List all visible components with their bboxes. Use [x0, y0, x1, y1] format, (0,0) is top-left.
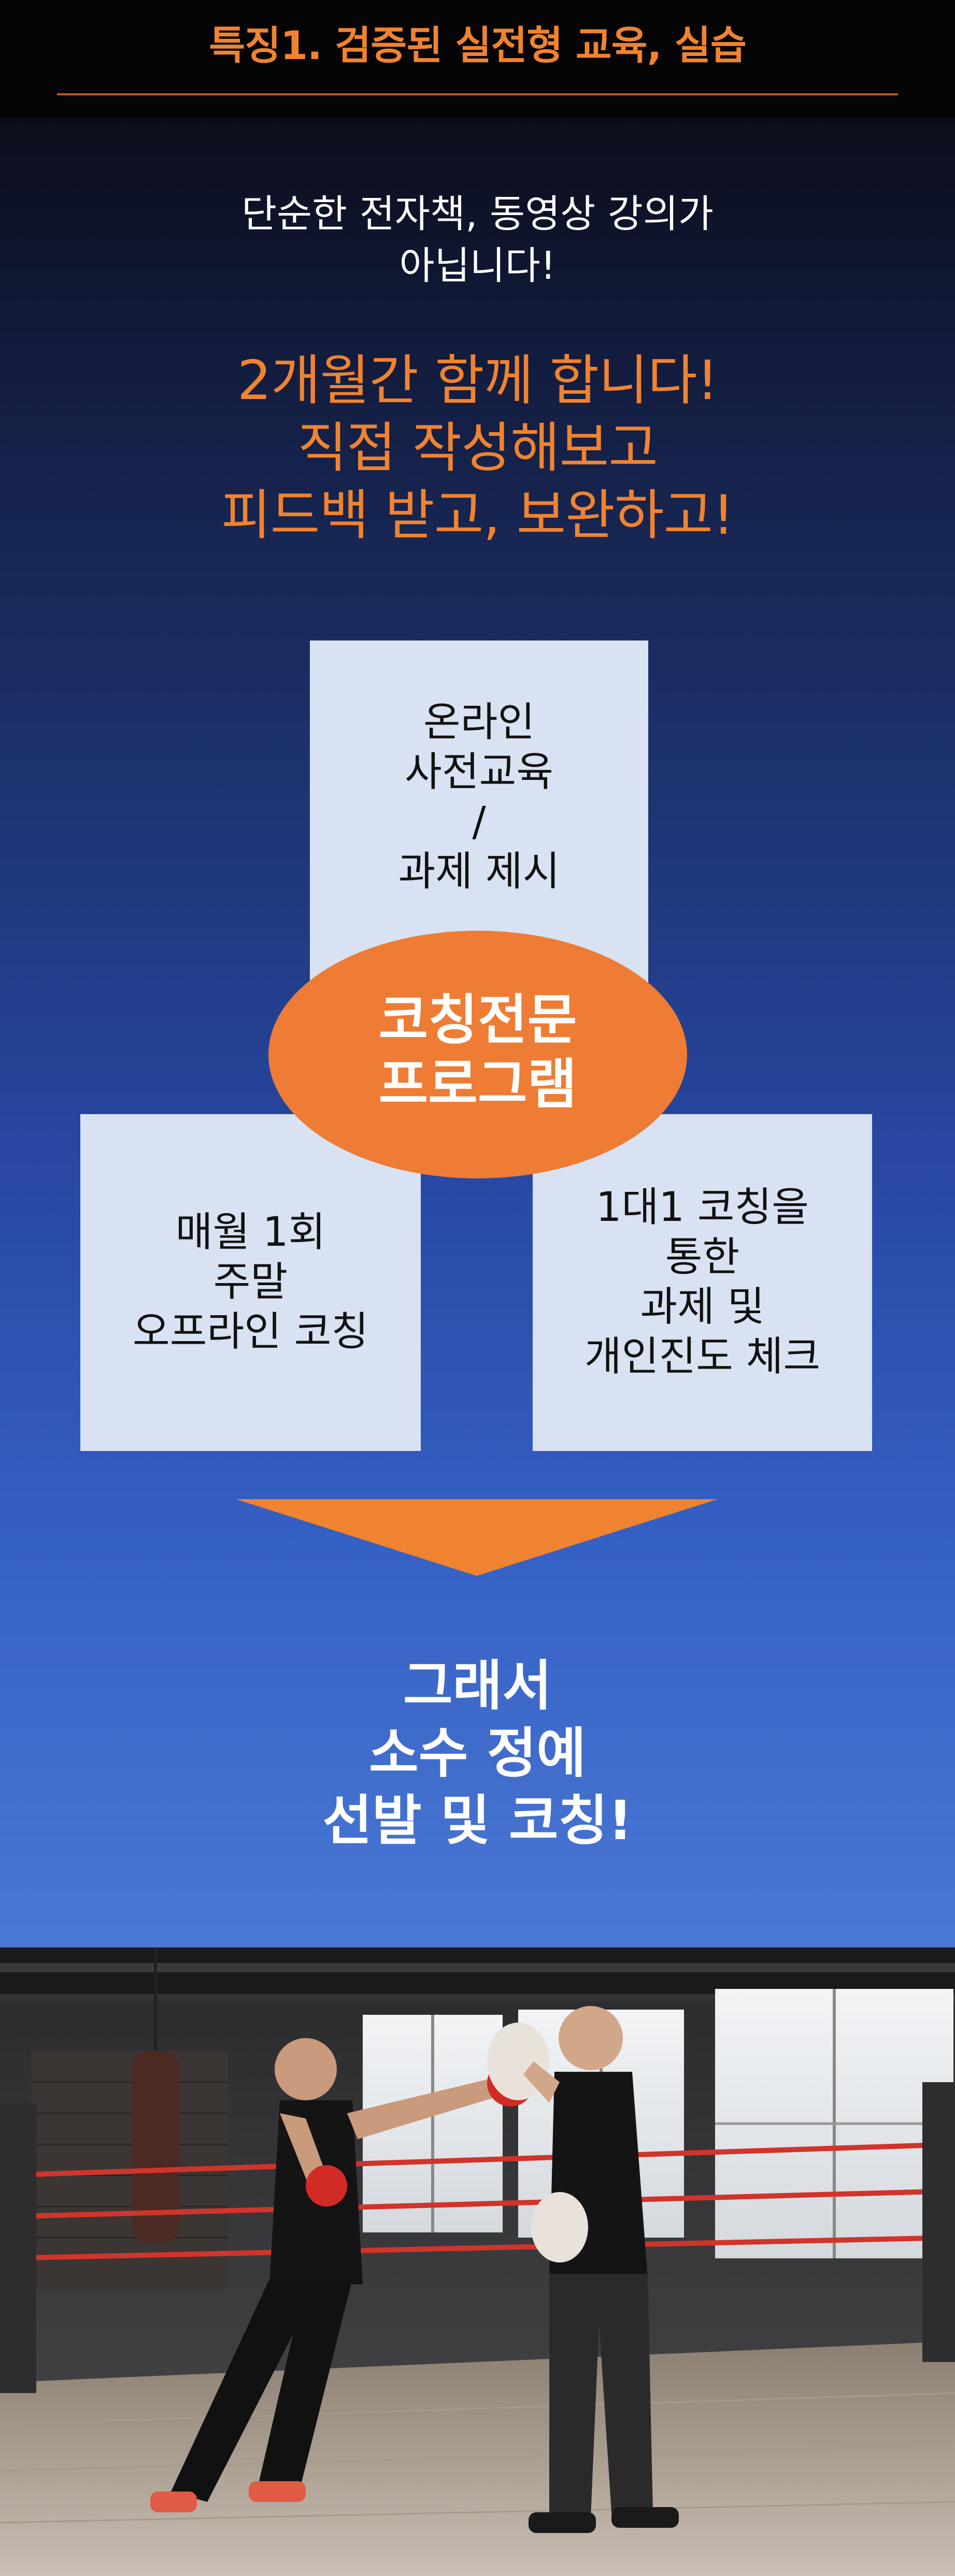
boxing-coaching-photo [0, 1947, 955, 2576]
program-section: 단순한 전자책, 동영상 강의가 아닙니다! 2개월간 함께 합니다! 직접 작… [0, 118, 955, 1947]
box-one-on-one-coaching: 1대1 코칭을 통한 과제 및 개인진도 체크 [533, 1114, 872, 1451]
result-line-2: 소수 정예 [369, 1721, 586, 1785]
coaching-program-ellipse: 코칭전문 프로그램 [268, 931, 687, 1178]
intro-text-line-1: 단순한 전자책, 동영상 강의가 [241, 192, 714, 236]
box-monthly-offline-coaching: 매월 1회 주말 오프라인 코칭 [80, 1114, 421, 1451]
headline-line-3: 피드백 받고, 보완하고! [221, 483, 734, 547]
box-top-line-3: / [472, 799, 486, 845]
headline-line-1: 2개월간 함께 합니다! [237, 349, 718, 412]
box-right-line-3: 과제 및 [640, 1284, 765, 1330]
box-left-line-1: 매월 1회 [175, 1209, 326, 1256]
trainer-figure [487, 2006, 679, 2533]
ellipse-line-1: 코칭전문 [378, 988, 577, 1051]
box-right-line-4: 개인진도 체크 [584, 1333, 821, 1380]
box-left-line-3: 오프라인 코칭 [132, 1308, 369, 1355]
header-title: 특징1. 검증된 실전형 교육, 실습 [209, 22, 747, 68]
header: 특징1. 검증된 실전형 교육, 실습 [0, 0, 955, 118]
box-top-line-4: 과제 제시 [398, 848, 560, 895]
box-right-line-1: 1대1 코칭을 [595, 1184, 809, 1231]
header-divider [57, 93, 898, 95]
box-top-line-2: 사전교육 [404, 749, 554, 795]
result-line-3: 선발 및 코칭! [322, 1789, 633, 1852]
ellipse-line-2: 프로그램 [378, 1052, 577, 1116]
box-top-line-1: 온라인 [423, 699, 535, 746]
headline-line-2: 직접 작성해보고 [297, 416, 658, 479]
box-right-line-2: 통한 [665, 1234, 740, 1280]
intro-text-line-2: 아닙니다! [399, 244, 556, 288]
down-arrow-icon [236, 1499, 718, 1576]
box-left-line-2: 주말 [213, 1259, 288, 1305]
result-line-1: 그래서 [403, 1654, 552, 1717]
